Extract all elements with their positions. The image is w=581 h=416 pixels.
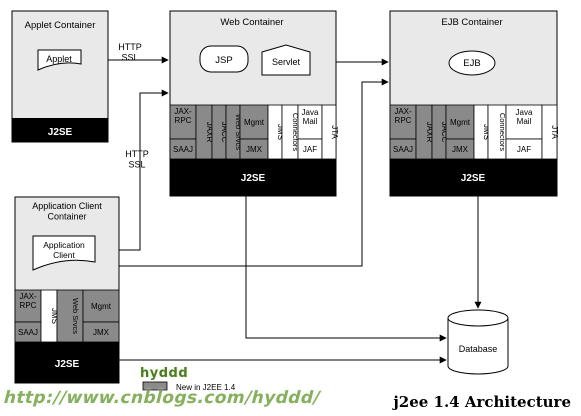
client-to-ejb-arrow xyxy=(119,78,389,267)
client-jmx: JMX xyxy=(93,328,110,337)
servlet-component: Servlet xyxy=(261,44,311,76)
ejb-api-row: JAX-RPC SAAJ JAXR JACC Mgmt JMX JMS Conn… xyxy=(389,104,559,160)
client-saaj: SAAJ xyxy=(18,328,38,337)
applet-j2se-label: J2SE xyxy=(48,127,73,138)
ejb-j2se-label: J2SE xyxy=(461,173,486,184)
web-to-database-arrow xyxy=(245,196,447,342)
web-api-row: JAX-RPC SAAJ JAXR JACC Web Srvcs Mgmt JM… xyxy=(169,104,339,160)
web-jaxr: JAXR xyxy=(205,122,214,143)
web-mgmt: Mgmt xyxy=(244,118,265,127)
ejb-container-title: EJB Container xyxy=(441,17,502,28)
watermark-tag: hyddd xyxy=(140,366,189,381)
web-jacc: JACC xyxy=(220,122,229,143)
watermark-url: http://www.cnblogs.com/hyddd/ xyxy=(1,388,323,408)
client-to-web-arrow xyxy=(119,89,169,251)
client-jms: JMS xyxy=(50,308,59,324)
legend-swatch xyxy=(142,381,168,391)
legend: New in J2EE 1.4 xyxy=(142,381,236,392)
client-mgmt: Mgmt xyxy=(91,302,112,311)
web-web-srvcs: Web Srvcs xyxy=(234,114,243,150)
applet-label: Applet xyxy=(46,54,72,64)
legend-new-label: New in J2EE 1.4 xyxy=(176,383,236,392)
diagram-caption: j2ee 1.4 Architecture xyxy=(393,393,571,411)
ejb-jax-rpc: JAX-RPC xyxy=(394,107,412,125)
client-j2se-band xyxy=(15,342,119,383)
ejb-jacc: JACC xyxy=(440,122,449,143)
ejb-connectors: Connectors xyxy=(498,113,507,152)
client-j2se-label: J2SE xyxy=(55,359,80,370)
applet-document: Applet xyxy=(37,49,82,71)
ejb-component: EJB xyxy=(448,50,496,76)
connectors xyxy=(108,56,482,364)
ejb-container: EJB Container EJB JAX-RPC SAAJ JAXR JACC… xyxy=(389,10,559,197)
web-jaf: JAF xyxy=(303,145,317,154)
ejb-mgmt: Mgmt xyxy=(450,118,471,127)
applet-container-title: Applet Container xyxy=(25,20,96,31)
ejb-label: EJB xyxy=(463,58,480,69)
ejb-jta: JTA xyxy=(550,125,559,139)
web-container-title: Web Container xyxy=(220,17,283,28)
applet-j2se-band xyxy=(12,118,108,142)
client-jax-rpc: JAX-RPC xyxy=(19,292,37,310)
web-jax-rpc: JAX-RPC xyxy=(174,107,192,125)
client-web-srvcs: Web Srvcs xyxy=(71,298,80,334)
web-j2se-band xyxy=(170,159,336,196)
ejb-jmx: JMX xyxy=(452,145,469,154)
database-label: Database xyxy=(459,344,498,354)
ejb-j2se-band xyxy=(390,159,557,196)
ejb-jms: JMS xyxy=(482,124,491,140)
servlet-label: Servlet xyxy=(272,57,301,67)
app-client-api-row: JAX-RPC SAAJ JMS Web Srvcs Mgmt JMX xyxy=(14,289,120,343)
web-jmx: JMX xyxy=(246,145,263,154)
web-connectors: Connectors xyxy=(291,113,300,152)
ejb-jaf: JAF xyxy=(517,145,531,154)
ejb-saaj: SAAJ xyxy=(393,145,413,154)
web-j2se-label: J2SE xyxy=(241,173,266,184)
web-saaj: SAAJ xyxy=(173,145,193,154)
applet-container: Applet Container Applet J2SE xyxy=(11,10,109,143)
web-container: Web Container JSP Servlet JAX-RPC SAAJ J… xyxy=(169,10,339,197)
ejb-jaxr: JAXR xyxy=(425,122,434,143)
web-jta: JTA xyxy=(330,125,339,139)
jsp-component: JSP xyxy=(199,45,249,73)
jsp-label: JSP xyxy=(215,55,232,66)
web-jms: JMS xyxy=(276,124,285,140)
database-cylinder: Database xyxy=(447,309,509,375)
